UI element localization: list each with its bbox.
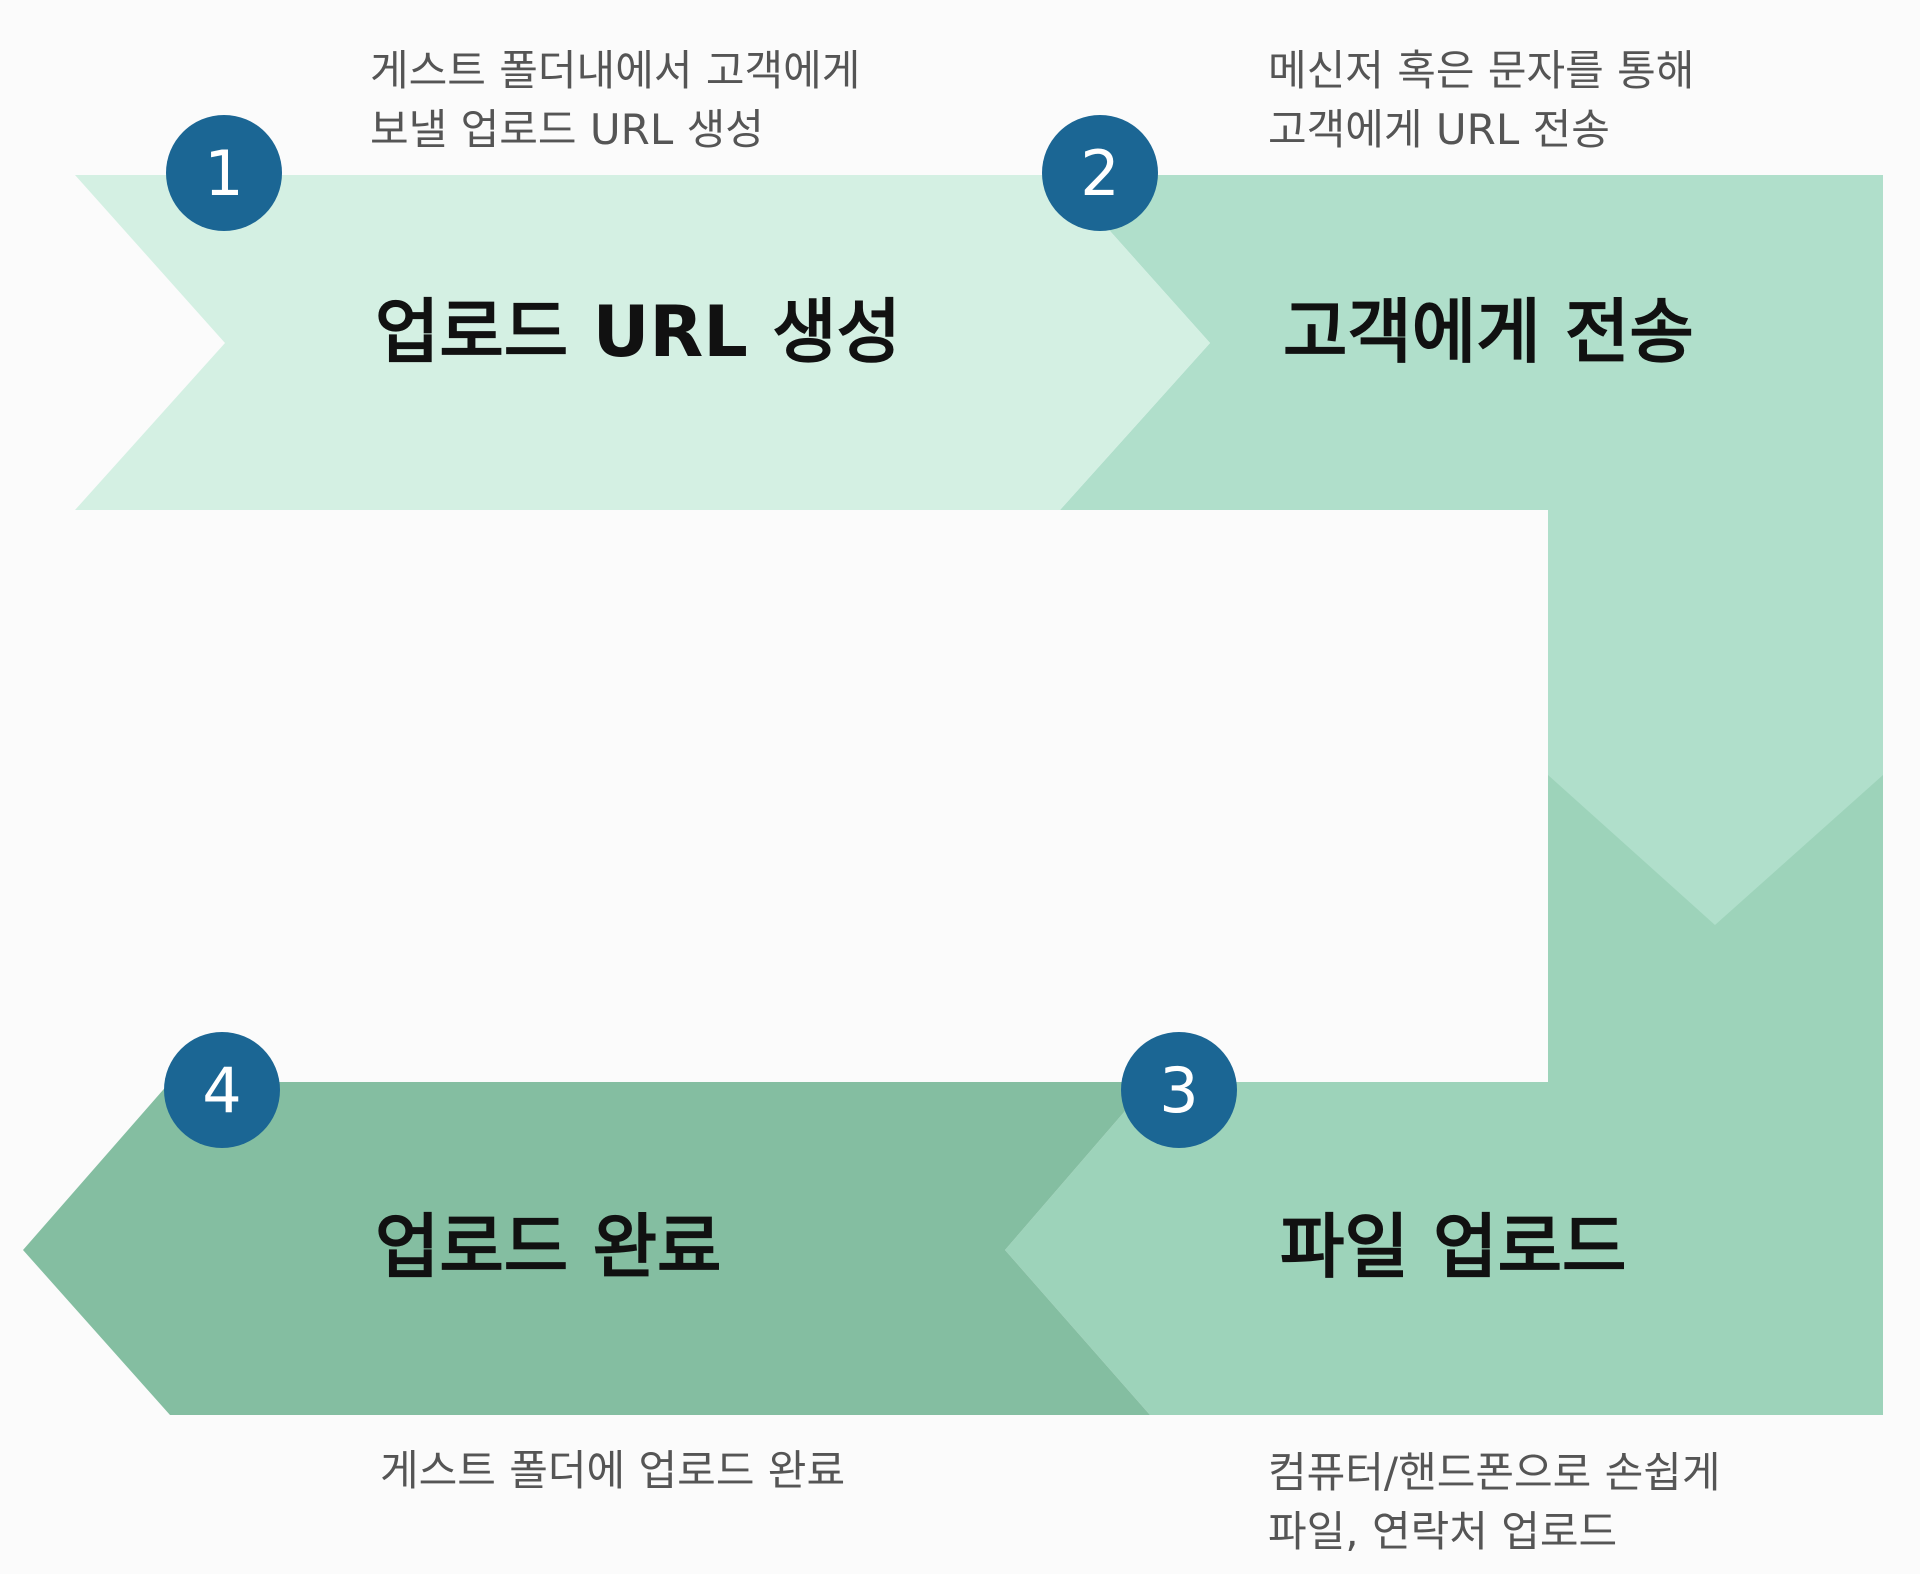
step-4-arrow-shape [23, 1082, 1150, 1415]
step-1-desc-line-2: 보낼 업로드 URL 생성 [370, 104, 764, 154]
step-3-description: 컴퓨터/핸드폰으로 손쉽게 파일, 연락처 업로드 [1268, 1444, 1721, 1562]
step-4-number-badge: 4 [164, 1032, 280, 1148]
step-4-desc-line-1: 게스트 폴더에 업로드 완료 [380, 1446, 846, 1495]
step-2-description: 메신저 혹은 문자를 통해 고객에게 URL 전송 [1268, 42, 1694, 160]
step-3-number-badge: 3 [1121, 1032, 1237, 1148]
step-2-desc-line-2: 고객에게 URL 전송 [1268, 104, 1610, 154]
step-1-description: 게스트 폴더내에서 고객에게 보낼 업로드 URL 생성 [370, 42, 860, 160]
step-1-title: 업로드 URL 생성 [375, 291, 902, 373]
step-4-title: 업로드 완료 [375, 1206, 722, 1288]
step-3-desc-line-2: 파일, 연락처 업로드 [1268, 1506, 1618, 1556]
step-1-desc-line-1: 게스트 폴더내에서 고객에게 [370, 46, 861, 95]
step-2-arrow-shape [1060, 175, 1883, 925]
step-2-number-badge: 2 [1042, 115, 1158, 231]
step-3-desc-line-1: 컴퓨터/핸드폰으로 손쉽게 [1268, 1448, 1721, 1497]
step-1-arrow-shape [75, 175, 1210, 510]
step-3-arrow-shape [1005, 775, 1883, 1415]
step-1-number-badge: 1 [166, 115, 282, 231]
step-4-description: 게스트 폴더에 업로드 완료 [380, 1442, 845, 1501]
step-2-desc-line-1: 메신저 혹은 문자를 통해 [1268, 46, 1695, 95]
step-2-title: 고객에게 전송 [1283, 291, 1694, 373]
step-3-title: 파일 업로드 [1280, 1206, 1627, 1288]
